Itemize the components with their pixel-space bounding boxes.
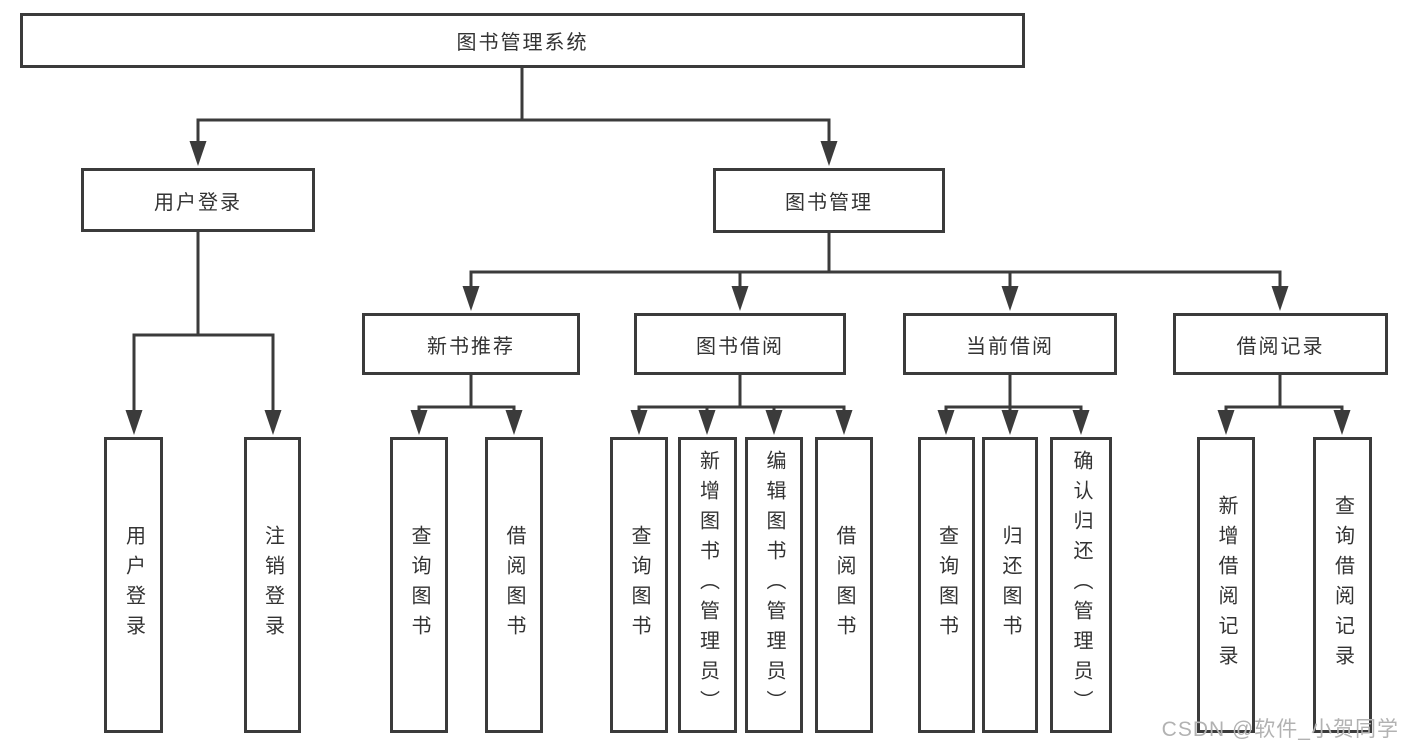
node-root: 图书管理系统 [20,13,1025,68]
node-leaf-bb-add-books-admin: 新增图书（管理员） [678,437,737,733]
node-new-book-recommend: 新书推荐 [362,313,580,375]
node-book-management: 图书管理 [713,168,945,233]
node-leaf-cb-confirm-return-admin: 确认归还（管理员） [1050,437,1112,733]
csdn-watermark: CSDN @软件_小贺同学 [1161,718,1399,741]
node-borrow-records: 借阅记录 [1173,313,1388,375]
node-leaf-bb-edit-books-admin: 编辑图书（管理员） [745,437,803,733]
node-leaf-bb-query-books: 查询图书 [610,437,668,733]
node-leaf-br-add-record: 新增借阅记录 [1197,437,1255,733]
node-book-borrow: 图书借阅 [634,313,846,375]
node-leaf-br-query-record: 查询借阅记录 [1313,437,1372,733]
node-user-login: 用户登录 [81,168,315,232]
node-leaf-nb-borrow-books: 借阅图书 [485,437,543,733]
node-current-borrow: 当前借阅 [903,313,1117,375]
node-leaf-bb-borrow-books: 借阅图书 [815,437,873,733]
node-leaf-logout: 注销登录 [244,437,301,733]
node-leaf-user-login: 用户登录 [104,437,163,733]
node-leaf-cb-return-books: 归还图书 [982,437,1038,733]
node-leaf-nb-query-books: 查询图书 [390,437,448,733]
node-leaf-cb-query-books: 查询图书 [918,437,975,733]
